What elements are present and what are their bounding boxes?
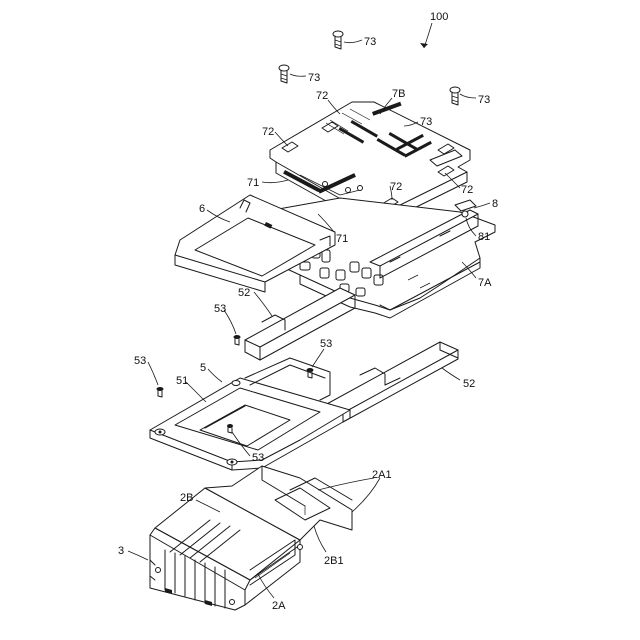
screw-73-left — [279, 65, 289, 83]
label-53-center: 53 — [252, 452, 264, 464]
label-53-right: 53 — [320, 338, 332, 350]
label-6: 6 — [199, 203, 205, 215]
label-81: 81 — [478, 231, 490, 243]
label-7B: 7B — [392, 88, 405, 100]
label-72-left: 72 — [262, 126, 274, 138]
label-53-left: 53 — [134, 355, 146, 367]
label-53-upper: 53 — [214, 303, 226, 315]
label-73-top: 73 — [364, 36, 376, 48]
label-52-left: 52 — [238, 287, 250, 299]
label-73-right: 73 — [478, 94, 490, 106]
label-73-left: 73 — [308, 72, 320, 84]
label-2A: 2A — [272, 600, 286, 612]
heatsink-assembly — [150, 466, 352, 610]
label-2B1: 2B1 — [324, 555, 344, 567]
label-2A1: 2A1 — [372, 469, 392, 481]
screw-53-upper — [234, 335, 241, 345]
label-2B: 2B — [180, 492, 193, 504]
label-7A: 7A — [478, 277, 492, 289]
screw-53-left — [157, 387, 164, 397]
screw-73-top — [333, 31, 343, 49]
label-71-bottom: 71 — [336, 233, 348, 245]
label-100: 100 — [430, 11, 448, 23]
label-52-right: 52 — [463, 378, 475, 390]
label-71-left: 71 — [247, 177, 259, 189]
label-72-top: 72 — [316, 90, 328, 102]
rail-52-left — [245, 288, 355, 360]
label-8: 8 — [492, 198, 498, 210]
label-3: 3 — [118, 545, 124, 557]
label-51: 51 — [176, 375, 188, 387]
label-5: 5 — [200, 362, 206, 374]
label-72-right: 72 — [461, 184, 473, 196]
screw-73-right — [450, 87, 460, 105]
label-72-center: 72 — [390, 181, 402, 193]
label-73-middle: 73 — [420, 116, 432, 128]
